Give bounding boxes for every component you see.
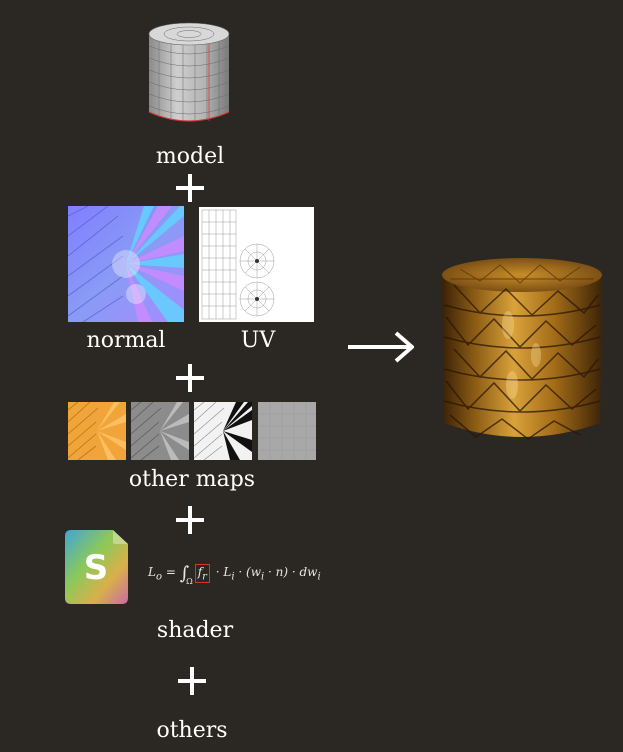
height-map-image: [258, 402, 316, 460]
rendered-result-cylinder-image: [440, 255, 604, 449]
plus-icon: [176, 174, 204, 202]
brdf-highlight: fr: [194, 564, 210, 584]
plus-icon: [178, 667, 206, 695]
uv-map-image: [199, 207, 314, 322]
albedo-map-image: [68, 402, 126, 460]
shader-label: shader: [156, 618, 234, 643]
plus-icon: [176, 506, 204, 534]
others-label: others: [156, 718, 228, 743]
roughness-map-image: [131, 402, 189, 460]
normal-map-image: [68, 206, 184, 322]
shader-app-letter: S: [84, 548, 109, 588]
uv-label: UV: [240, 328, 276, 353]
right-arrow-icon: [346, 330, 416, 368]
plus-icon: [176, 364, 204, 392]
normal-label: normal: [86, 328, 166, 353]
model-cylinder-image: [146, 20, 232, 130]
rendering-equation: Lo = ∫Ωfr · Li · (wi · n) · dwi: [148, 563, 321, 586]
other-maps-label: other maps: [128, 467, 256, 492]
shader-app-icon: S: [65, 530, 128, 608]
metallic-map-image: [194, 402, 252, 460]
model-label: model: [155, 144, 225, 169]
